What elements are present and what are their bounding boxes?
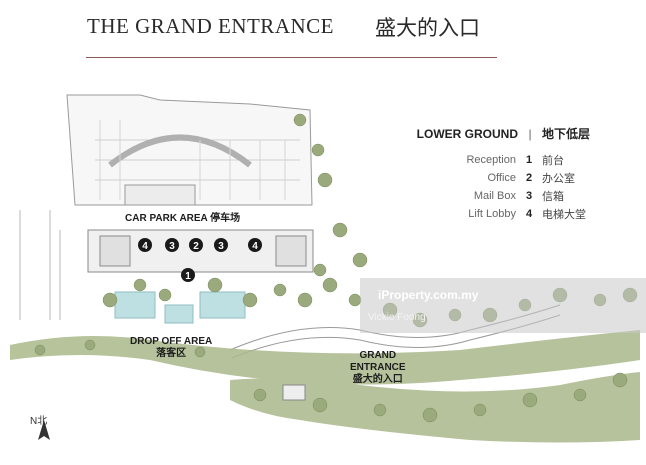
legend-item: Mail Box 3 信箱 (400, 187, 630, 205)
legend-item-number: 1 (525, 154, 533, 166)
car-park-label: CAR PARK AREA 停车场 (125, 213, 241, 224)
drop-off-label-cn: 落客区 (156, 348, 187, 359)
legend-item-number: 4 (525, 208, 533, 220)
marker-label: 2 (193, 241, 199, 252)
title-divider (86, 57, 497, 58)
watermark: iProperty.com.my Vickie Foong (360, 278, 646, 333)
drop-off-label: DROP OFF AREA 落客区 (130, 336, 212, 360)
legend-item-en: Lift Lobby (468, 208, 516, 220)
grand-entrance-label-cn: 盛大的入口 (352, 374, 403, 385)
legend-item: Office 2 办公室 (400, 169, 630, 187)
car-park-structure (66, 94, 313, 206)
legend-item-en: Mail Box (473, 190, 516, 202)
marker-label: 1 (185, 271, 191, 282)
legend-item-number: 2 (525, 172, 533, 184)
watermark-brand: iProperty.com.my (378, 288, 479, 302)
grand-entrance-label: GRAND ENTRANCE 盛大的入口 (350, 350, 406, 386)
legend-item-en: Office (487, 172, 516, 184)
legend-item-en: Reception (466, 154, 516, 166)
legend-item: Reception 1 前台 (400, 151, 630, 169)
compass-icon (38, 420, 50, 440)
grand-entrance-label-en-1: GRAND (359, 350, 397, 361)
marker-office: 2 (189, 238, 203, 252)
pools (114, 291, 246, 324)
legend-heading: LOWER GROUND | 地下低层 (400, 125, 630, 142)
drop-off-label-en: DROP OFF AREA (130, 336, 213, 347)
marker-label: 3 (218, 241, 224, 252)
page-title-chinese: 盛大的入口 (375, 16, 480, 40)
legend-item-cn: 前台 (542, 155, 564, 167)
page-title: THE GRAND ENTRANCE (87, 14, 334, 38)
legend-heading-en: LOWER GROUND (416, 126, 518, 141)
marker-label: 4 (142, 241, 148, 252)
legend-item: Lift Lobby 4 电梯大堂 (400, 205, 630, 223)
legend-item-number: 3 (525, 190, 533, 202)
marker-lift-lobby-right: 4 (248, 238, 262, 252)
watermark-user: Vickie Foong (368, 312, 426, 323)
guard-house (282, 384, 306, 401)
compass-label: N北 (30, 416, 48, 427)
legend-item-cn: 信箱 (542, 191, 564, 203)
building-block (87, 229, 314, 273)
legend-heading-separator: | (528, 126, 532, 141)
legend-item-cn: 办公室 (542, 173, 575, 185)
legend-heading-cn: 地下低层 (542, 127, 591, 141)
marker-lift-lobby-left: 4 (138, 238, 152, 252)
marker-mail-box-right: 3 (214, 238, 228, 252)
marker-mail-box-left: 3 (165, 238, 179, 252)
grand-entrance-label-en-2: ENTRANCE (350, 362, 406, 373)
left-road (19, 210, 61, 320)
marker-label: 4 (252, 241, 258, 252)
marker-label: 3 (169, 241, 175, 252)
legend-item-cn: 电梯大堂 (542, 209, 586, 221)
green-belt (10, 330, 640, 443)
legend: LOWER GROUND | 地下低层 Reception 1 前台 Offic… (400, 125, 630, 223)
marker-reception: 1 (181, 268, 195, 282)
